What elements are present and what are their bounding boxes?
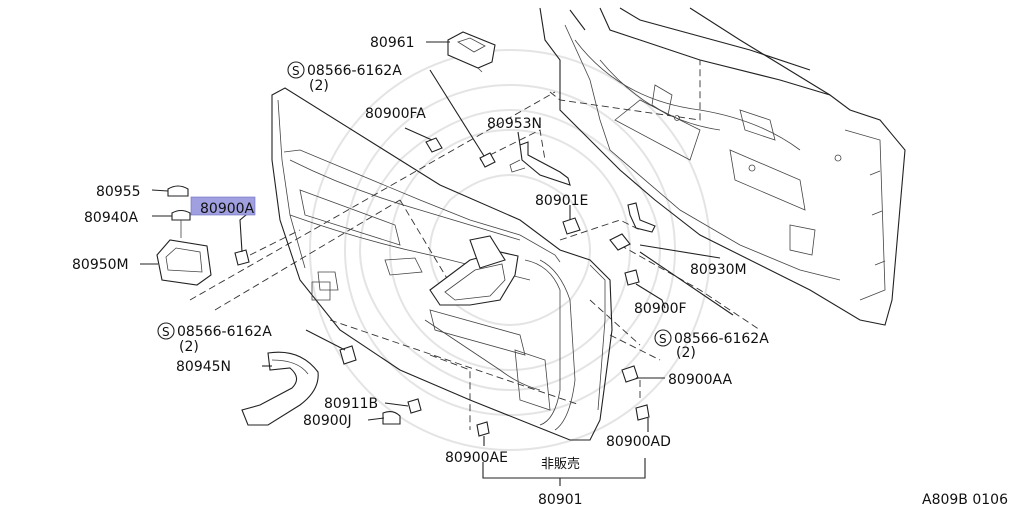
label-80900J: 80900J [303, 413, 352, 429]
label-80953N: 80953N [487, 116, 542, 132]
label-80945N: 80945N [176, 359, 231, 375]
s-symbol-right: S [659, 332, 667, 346]
screw-08566-left [339, 345, 357, 365]
label-80901E: 80901E [535, 193, 588, 209]
cap-80955 [167, 185, 189, 197]
label-80930M: 80930M [690, 262, 747, 278]
fasteners [167, 137, 650, 437]
label-08566-right-qty: (2) [676, 345, 696, 361]
label-80950M: 80950M [72, 257, 129, 273]
label-80911B: 80911B [324, 396, 378, 412]
screw-80911B [407, 398, 422, 414]
label-80900AD: 80900AD [606, 434, 671, 450]
part-labels: 80961 08566-6162A (2) 80900FA 80953N 809… [72, 35, 1008, 508]
screw-08566-top [479, 152, 496, 168]
inner-handle-bezel [429, 235, 519, 306]
label-80961: 80961 [370, 35, 415, 51]
part-80961-switch [447, 31, 496, 73]
label-not-for-sale: 非販売 [541, 456, 580, 472]
label-08566-left-qty: (2) [179, 339, 199, 355]
clip-80900AD [635, 404, 650, 421]
callout-leaders [140, 41, 734, 486]
clip-80900FA [425, 137, 443, 153]
label-80900F: 80900F [634, 301, 687, 317]
label-08566-right: 08566-6162A [674, 331, 769, 347]
label-80940A: 80940A [84, 210, 139, 226]
part-80953N-bracket [509, 141, 571, 186]
label-80901: 80901 [538, 492, 583, 508]
s-symbol-left: S [162, 325, 170, 339]
inner-door-panel [539, 7, 906, 326]
s-symbol-top: S [292, 64, 300, 78]
clip-80901E [562, 217, 581, 235]
s-symbols: S S S [157, 61, 672, 347]
label-08566-top: 08566-6162A [307, 63, 402, 79]
highlight-80900A [190, 196, 256, 216]
label-80900AA: 80900AA [668, 372, 733, 388]
part-80930M-bracket [609, 202, 656, 251]
label-08566-left: 08566-6162A [177, 324, 272, 340]
clip-80900A [234, 249, 250, 266]
label-80900A: 80900A [200, 201, 255, 217]
diagram-code: A809B 0106 [922, 492, 1008, 508]
label-80900FA: 80900FA [365, 106, 426, 122]
dashed-leader-lines [189, 60, 761, 430]
label-80955: 80955 [96, 184, 141, 200]
clip-80900AE [476, 421, 490, 437]
label-08566-top-qty: (2) [309, 78, 329, 94]
label-80900AE: 80900AE [445, 450, 508, 466]
part-80945N-pull-handle [241, 351, 319, 426]
clip-80900F [624, 269, 640, 286]
clip-80900J [382, 410, 401, 425]
clip-80940A [171, 209, 191, 221]
part-80950M-pocket [156, 239, 212, 286]
